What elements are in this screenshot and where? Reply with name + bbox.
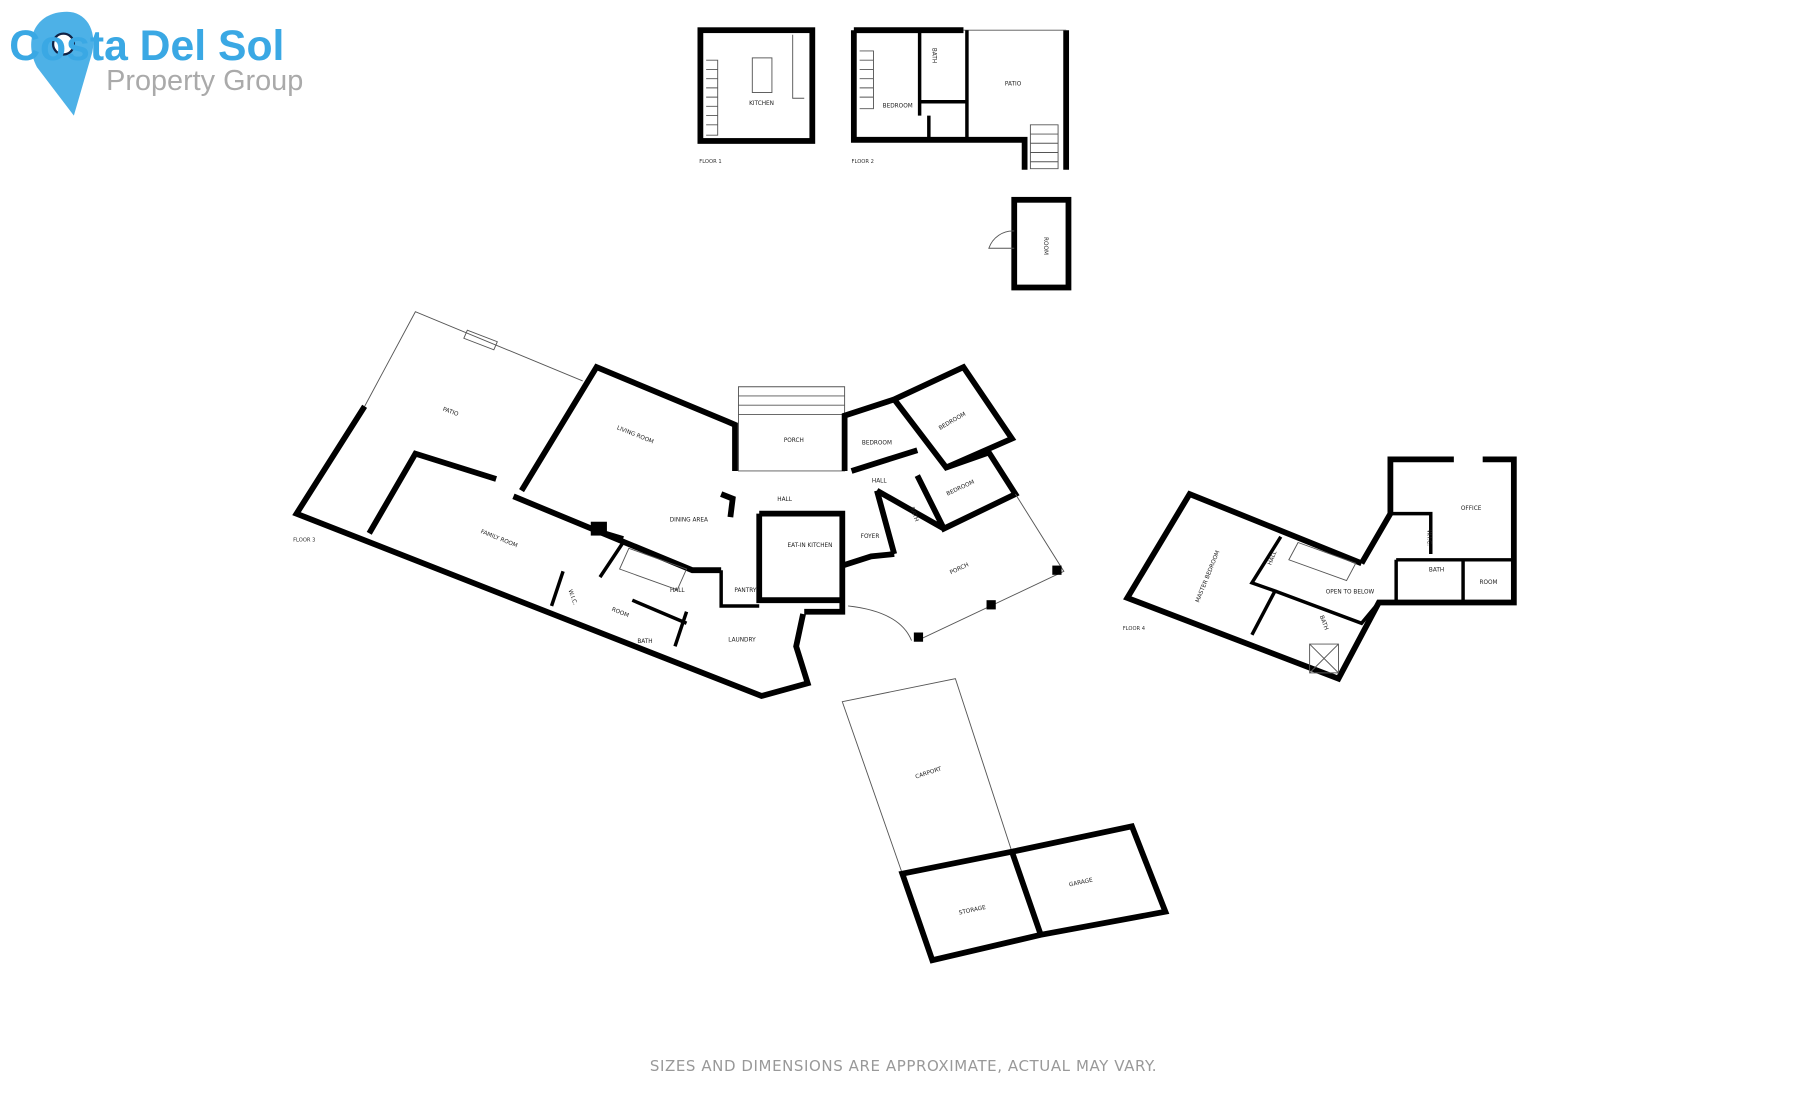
room-label: FAMILY ROOM	[480, 529, 519, 549]
room-label: LIVING ROOM	[616, 425, 655, 445]
floor-label: FLOOR 3	[293, 537, 315, 543]
room-label: HALL	[777, 497, 792, 503]
room-label: HALL	[872, 479, 887, 485]
room-label: CARPORT	[915, 766, 943, 780]
room-label: BEDROOM	[946, 479, 976, 497]
room-label: FOYER	[861, 534, 880, 540]
room-label: MASTER BEDROOM	[1195, 550, 1221, 604]
room-label: BEDROOM	[883, 104, 913, 110]
outbuilding-plan: ROOM	[988, 196, 1072, 291]
room-label: BEDROOM	[938, 412, 967, 432]
floor-3-plan: PATIO LIVING ROOM PORCH BEDROOM BEDROOM …	[292, 311, 1065, 699]
room-label: DINING AREA	[670, 518, 708, 524]
logo-subtitle: Property Group	[106, 65, 303, 97]
floor-label: FLOOR 2	[852, 159, 874, 165]
room-label: ROOM	[1479, 580, 1497, 586]
room-label: GARAGE	[1069, 878, 1094, 889]
room-label: BATH	[930, 48, 936, 63]
room-label: BATH	[637, 639, 652, 645]
room-label: OPEN TO BELOW	[1326, 589, 1375, 595]
room-label: PATIO	[1005, 82, 1022, 88]
room-label: BEDROOM	[862, 440, 892, 446]
room-label: OFFICE	[1461, 506, 1482, 512]
room-label: PORCH	[784, 438, 804, 444]
floor-label: FLOOR 1	[699, 159, 721, 165]
garage-block-plan: CARPORT STORAGE GARAGE	[841, 678, 1170, 964]
floor-2-plan: BEDROOM BATH PATIO FLOOR 2	[850, 27, 1070, 170]
room-label: PANTRY	[734, 588, 756, 594]
logo-brand: Costa Del Sol	[9, 22, 284, 70]
room-label: W.I.C.	[567, 589, 578, 606]
room-label: ROOM	[611, 607, 630, 619]
floor-4-plan: MASTER BEDROOM HALL OPEN TO BELOW BATH W…	[1123, 456, 1517, 683]
room-label: BATH	[1429, 567, 1444, 573]
disclaimer: SIZES AND DIMENSIONS ARE APPROXIMATE, AC…	[650, 1057, 1157, 1075]
map-pin-icon	[31, 11, 94, 116]
room-label: EAT-IN KITCHEN	[788, 543, 833, 549]
room-label: W.I.C.	[1425, 530, 1431, 546]
floor-label: FLOOR 4	[1123, 626, 1146, 632]
room-label: HALL	[670, 588, 685, 594]
room-label: STORAGE	[958, 905, 986, 917]
room-label: HALL	[1267, 550, 1278, 567]
room-label: PATIO	[442, 407, 460, 418]
company-logo: Costa Del Sol Property Group	[9, 11, 303, 116]
floor-1-plan: KITCHEN FLOOR 1	[697, 27, 816, 165]
room-label: BATH	[908, 506, 919, 522]
room-label: ROOM	[1042, 237, 1048, 255]
room-label: PORCH	[949, 562, 970, 576]
room-label: KITCHEN	[749, 101, 774, 107]
room-label: BATH	[1318, 615, 1329, 631]
room-label: LAUNDRY	[728, 638, 756, 644]
